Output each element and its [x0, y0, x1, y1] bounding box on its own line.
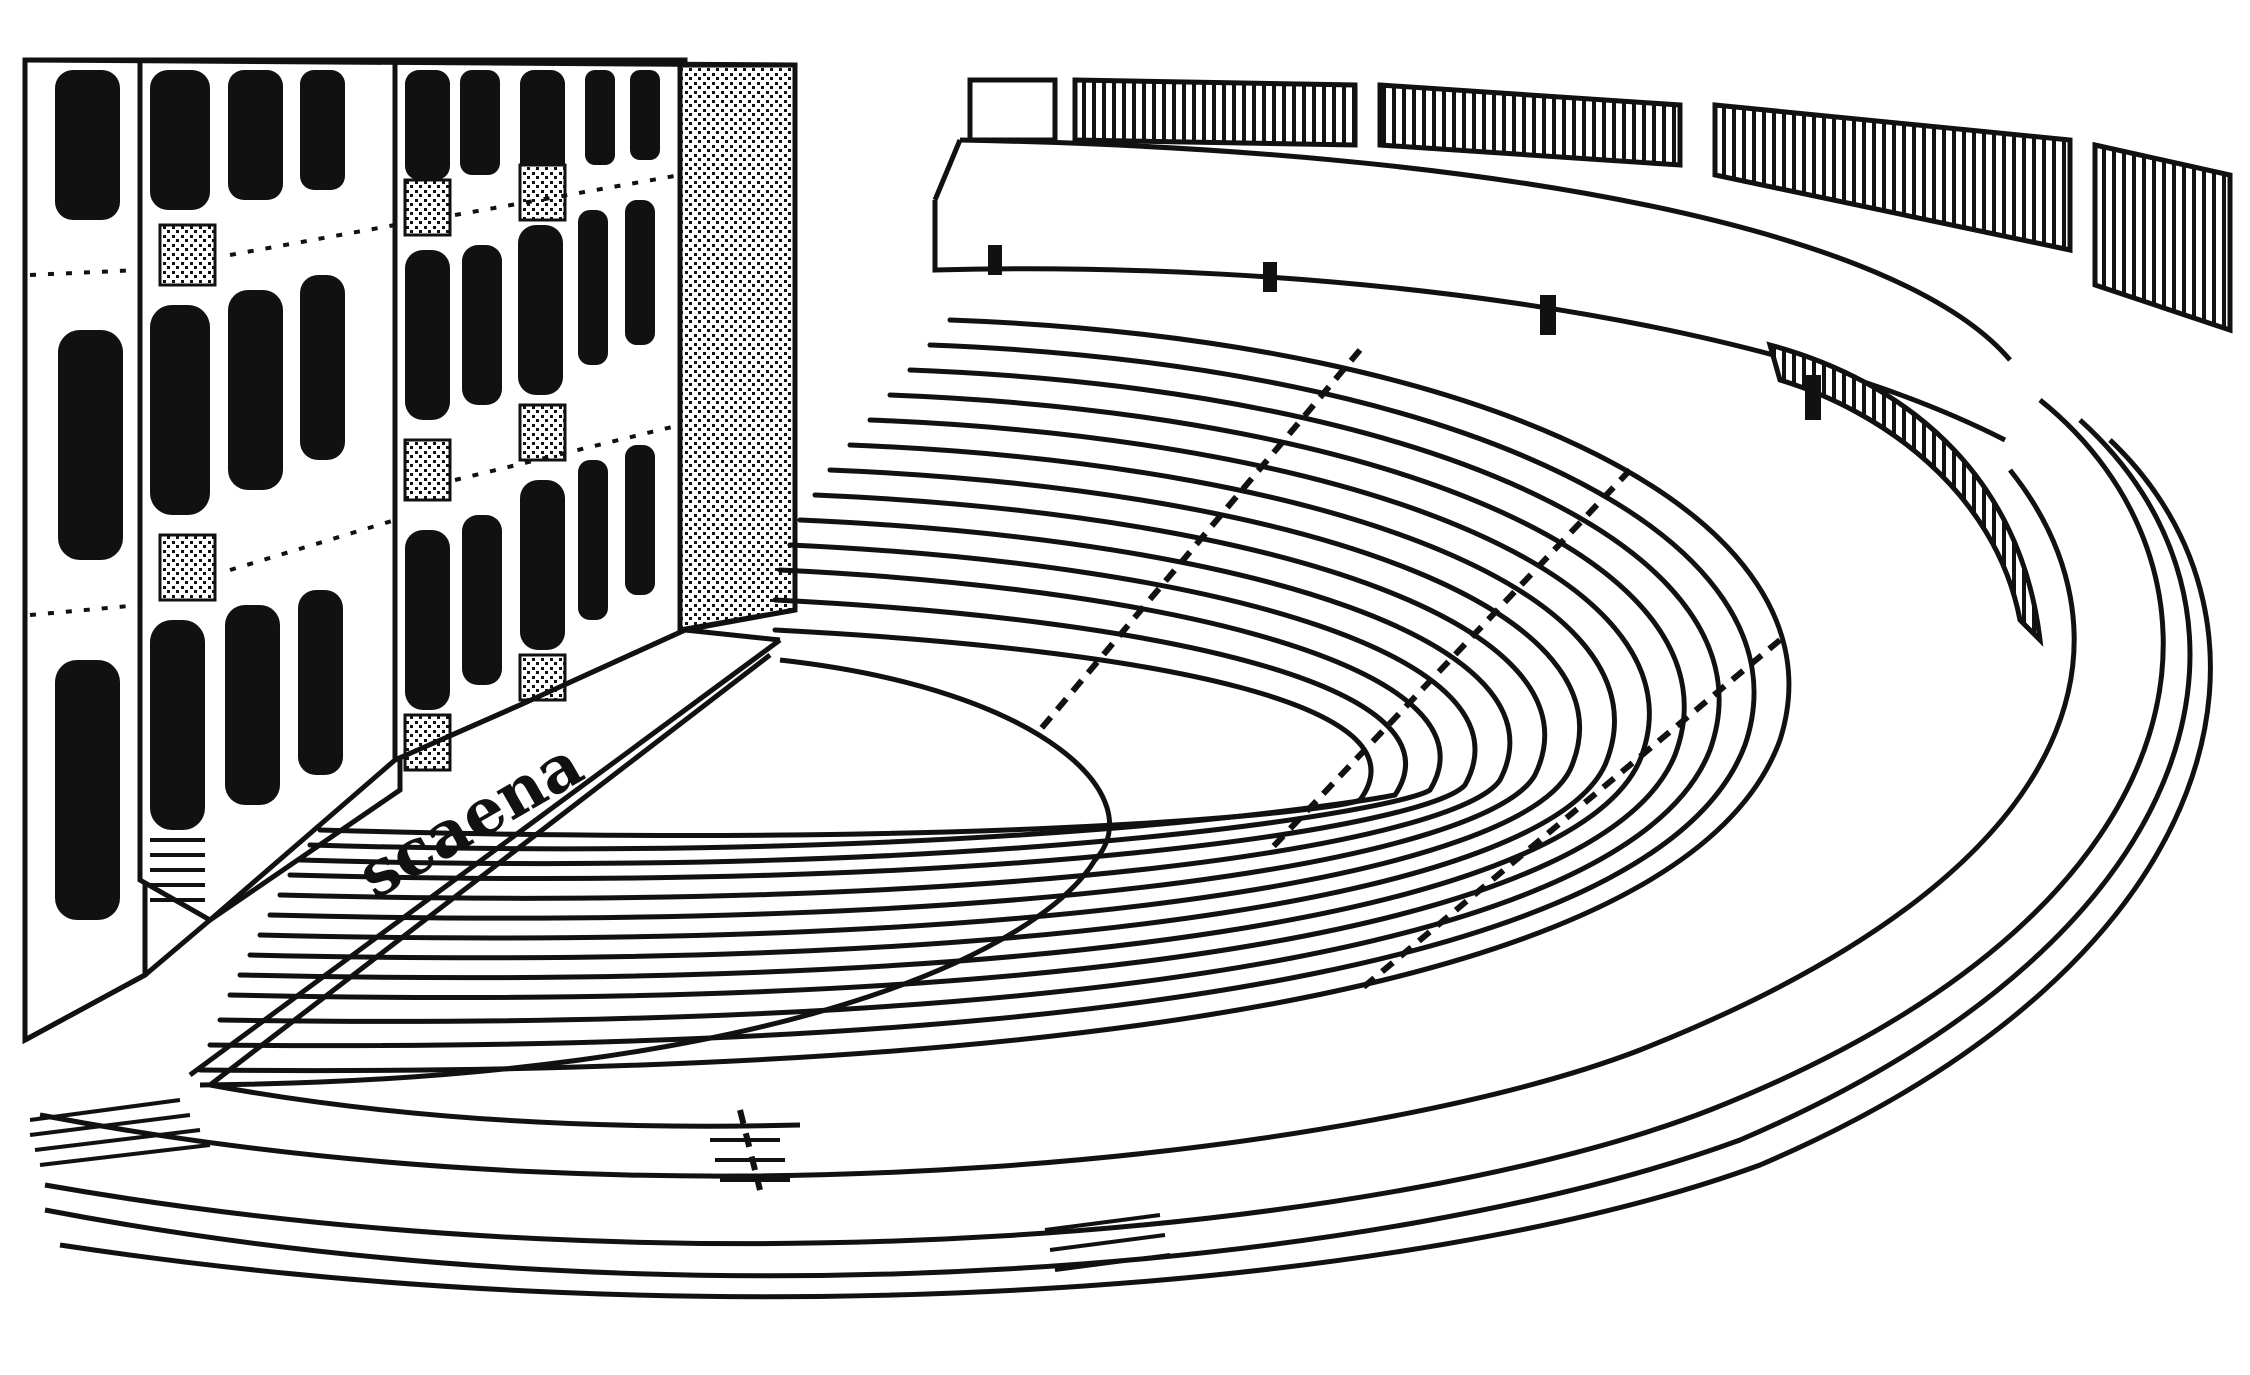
orchestra-edge: [199, 657, 1113, 1129]
cavea-upper-walls: [932, 77, 2233, 647]
facade-base-hatching: [150, 838, 205, 902]
cavea-outer-rim: [39, 398, 2213, 1300]
facade-panels: [158, 163, 567, 772]
scaena-windows: [55, 70, 660, 920]
cavea-left-hatching: [29, 1098, 1171, 1272]
facade-string-courses: [29, 173, 681, 617]
seating-rows: [197, 317, 1792, 1074]
vomitoria: [988, 245, 1821, 420]
radial-aisles: [737, 348, 1782, 1191]
stage-floor: [23, 607, 796, 1087]
